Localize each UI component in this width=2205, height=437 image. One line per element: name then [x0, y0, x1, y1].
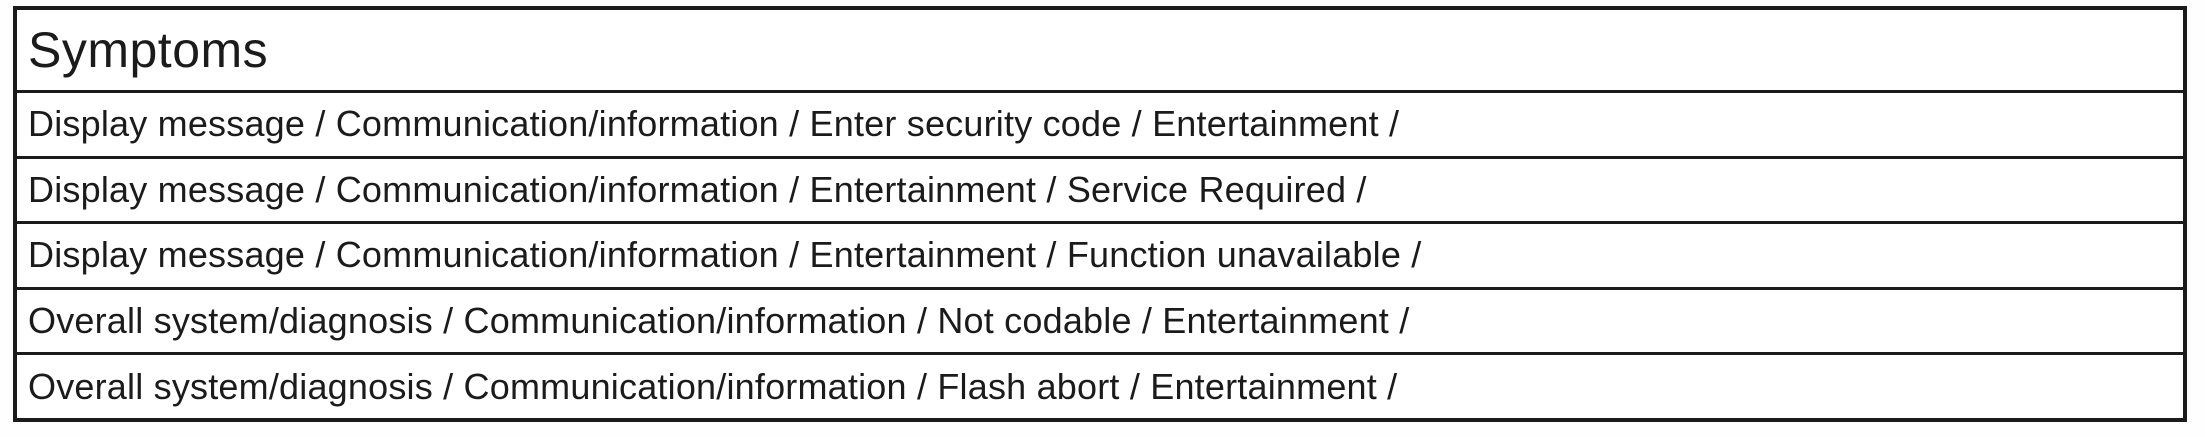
table-row: Overall system/diagnosis / Communication… — [17, 352, 2183, 418]
table-row: Display message / Communication/informat… — [17, 155, 2183, 222]
table-row: Display message / Communication/informat… — [17, 221, 2183, 287]
symptoms-table: Symptoms Display message / Communication… — [13, 6, 2187, 422]
symptoms-table-header: Symptoms — [17, 10, 2183, 90]
table-row: Display message / Communication/informat… — [17, 90, 2183, 156]
table-row: Overall system/diagnosis / Communication… — [17, 286, 2183, 353]
